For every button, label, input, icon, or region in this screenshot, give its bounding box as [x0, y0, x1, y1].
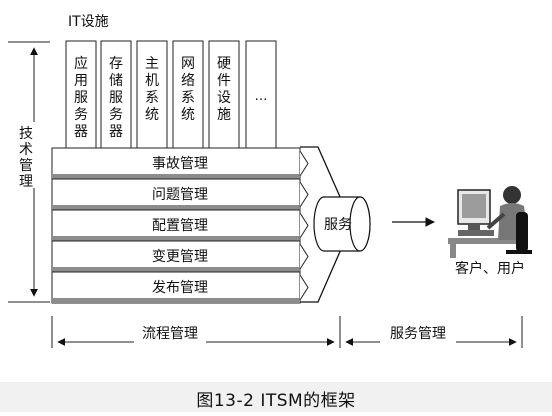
infra-column-label: 存储服务器 — [109, 56, 123, 140]
service-management-label: 服务管理 — [390, 326, 446, 342]
service-cylinder: 服务 — [313, 196, 371, 252]
infra-column: 主机系统 — [136, 40, 168, 149]
process-band: 事故管理 — [51, 147, 309, 180]
infrastructure-title: IT设施 — [68, 14, 109, 30]
infra-column-label: 网络系统 — [181, 56, 195, 123]
figure-caption: 图13-2 ITSM的框架 — [196, 391, 356, 411]
process-band: 问题管理 — [51, 178, 309, 211]
process-band: 变更管理 — [51, 240, 309, 273]
infra-column: … — [245, 40, 277, 149]
process-label: 变更管理 — [152, 249, 208, 265]
process-label: 问题管理 — [152, 187, 208, 203]
infrastructure-columns: 应用服务器 存储服务器 主机系统 网络系统 硬件设施 … — [65, 40, 277, 149]
customer-user-illustration — [448, 186, 532, 258]
infra-column: 硬件设施 — [208, 40, 240, 149]
infra-column-label: … — [255, 89, 268, 104]
infra-column-label: 应用服务器 — [74, 55, 88, 140]
infra-column-label: 硬件设施 — [217, 56, 231, 123]
infra-column: 存储服务器 — [100, 40, 132, 149]
infra-column: 应用服务器 — [65, 40, 97, 149]
tech-management-text: 技术管理 — [19, 126, 33, 190]
process-band: 发布管理 — [51, 271, 309, 304]
infra-column: 网络系统 — [172, 40, 204, 149]
tech-management-label: 技术管理 — [19, 126, 33, 190]
caption-band — [0, 382, 552, 412]
customer-label: 客户、用户 — [455, 260, 525, 277]
process-label: 配置管理 — [152, 218, 208, 234]
process-management-label: 流程管理 — [142, 326, 198, 342]
process-label: 事故管理 — [152, 156, 208, 172]
process-label: 发布管理 — [152, 280, 208, 296]
bottom-dimension — [51, 316, 523, 348]
process-band: 配置管理 — [51, 209, 309, 242]
service-label: 服务 — [324, 217, 352, 233]
infra-column-label: 主机系统 — [145, 56, 159, 123]
tech-management-dimension — [8, 41, 50, 303]
